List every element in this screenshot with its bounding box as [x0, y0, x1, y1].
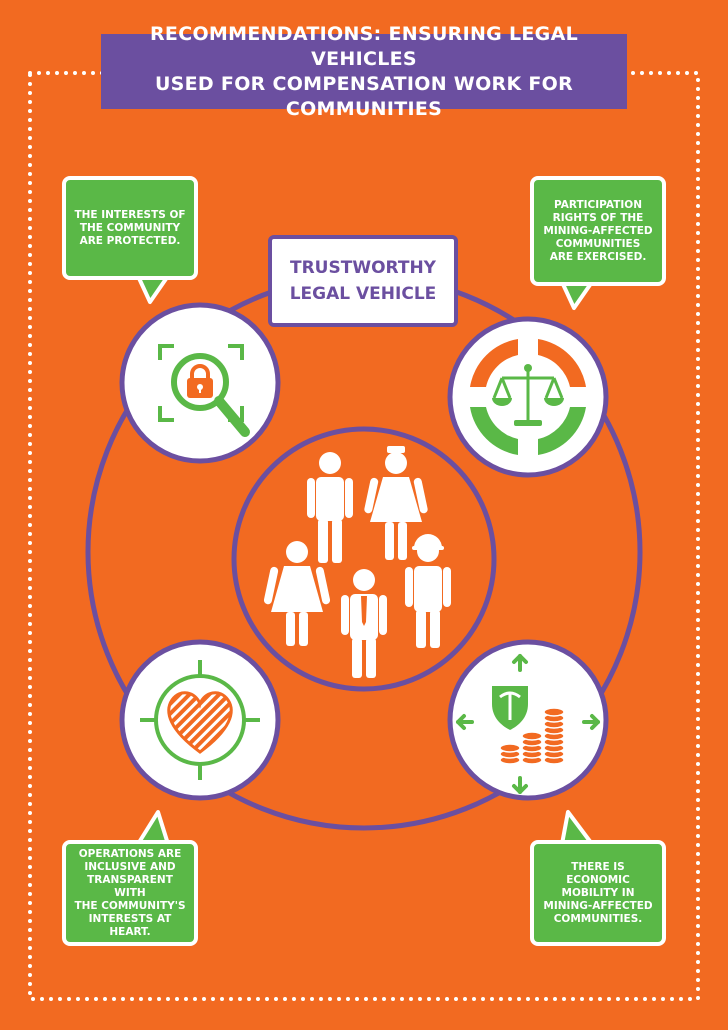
bubble-inclusive-operations: OPERATIONS ARE INCLUSIVE AND TRANSPARENT…: [62, 840, 198, 946]
bubble-interests-protected: THE INTERESTS OF THE COMMUNITY ARE PROTE…: [62, 176, 198, 280]
bubble-text-line: COMMUNITIES: [555, 237, 641, 250]
bubble-economic-mobility: THERE IS ECONOMIC MOBILITY IN MINING-AFF…: [530, 840, 666, 946]
bubble-text-line: COMMUNITIES.: [553, 912, 643, 925]
bubble-text-line: INCLUSIVE AND: [84, 860, 176, 873]
heart-target-icon: [140, 660, 260, 780]
bubble-text-line: MINING-AFFECTED: [543, 899, 653, 912]
security-lock-search-icon: [158, 344, 250, 437]
bubble-text-line: THE COMMUNITY: [79, 221, 181, 234]
bubble-text-line: OPERATIONS ARE: [78, 847, 182, 860]
bubble-text-line: ARE PROTECTED.: [79, 234, 181, 247]
bubble-text-line: PARTICIPATION: [554, 198, 642, 211]
bubble-text-line: THERE IS ECONOMIC: [566, 860, 630, 886]
page-title: RECOMMENDATIONS: ENSURING LEGAL VEHICLES…: [101, 23, 627, 120]
bubble-text-line: ARE EXERCISED.: [549, 250, 647, 263]
title-line-1: RECOMMENDATIONS: ENSURING LEGAL VEHICLES: [150, 22, 578, 70]
bubble-text-line: THE COMMUNITY'S: [74, 899, 186, 912]
title-line-2: USED FOR COMPENSATION WORK FOR COMMUNITI…: [154, 72, 574, 120]
mining-coins-mobility-icon: [456, 654, 600, 794]
bubble-text-line: INTERESTS AT HEART.: [88, 912, 172, 938]
center-label-line-1: TRUSTWORTHY: [290, 258, 436, 278]
bubble-text-line: MINING-AFFECTED: [543, 224, 653, 237]
balance-scale-icon: [470, 339, 586, 455]
bubble-text-line: MOBILITY IN: [561, 886, 635, 899]
community-people-icon: [263, 446, 451, 678]
trustworthy-legal-vehicle-label: TRUSTWORTHY LEGAL VEHICLE: [268, 235, 458, 327]
bubble-participation-rights: PARTICIPATION RIGHTS OF THE MINING-AFFEC…: [530, 176, 666, 286]
bubble-text-line: RIGHTS OF THE: [552, 211, 644, 224]
bubble-text-line: TRANSPARENT WITH: [87, 873, 173, 899]
center-circle: [231, 426, 497, 692]
center-label-line-2: LEGAL VEHICLE: [289, 284, 437, 304]
bubble-text-line: THE INTERESTS OF: [74, 208, 186, 221]
icon-circle-br: [447, 639, 609, 801]
